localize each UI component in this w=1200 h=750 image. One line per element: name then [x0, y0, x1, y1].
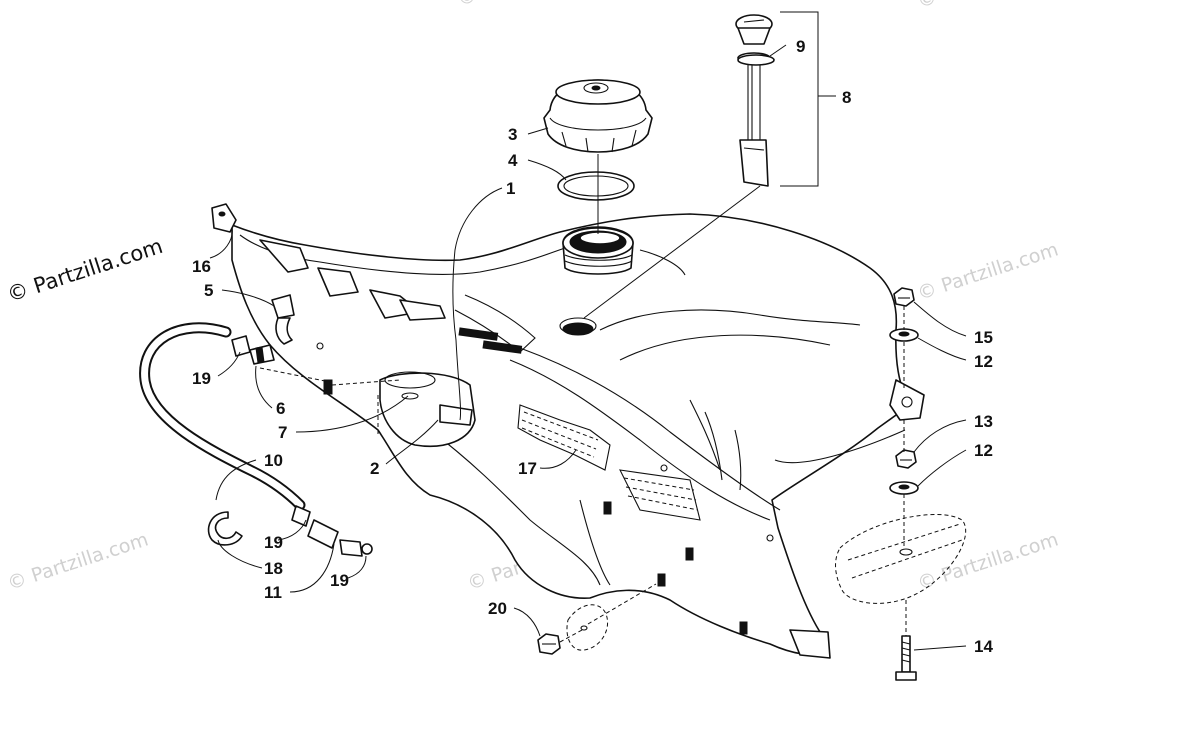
- label-part-15: 15: [974, 328, 993, 347]
- tank-mount-tab: [889, 379, 925, 421]
- valve-dashed-line: [331, 379, 401, 386]
- fuel-level-sender: [735, 14, 773, 187]
- fuel-tank: [231, 213, 925, 659]
- mount-bolt: [895, 635, 917, 681]
- tank-bracket: [259, 239, 309, 273]
- tank-stud: [458, 327, 499, 341]
- sender-port: [562, 322, 594, 336]
- mount-clip: [211, 203, 237, 233]
- inline-fuel-filter: [291, 505, 373, 557]
- label-part-14: 14: [974, 637, 993, 656]
- watermark-faint: © Partzilla.com: [455, 0, 601, 11]
- mount-nut-top: [893, 287, 915, 307]
- label-part-12: 12: [974, 441, 993, 460]
- label-part-19: 19: [264, 533, 283, 552]
- gas-cap: [543, 79, 653, 153]
- label-part-2: 2: [370, 459, 379, 478]
- hose-clamp: [271, 294, 295, 345]
- label-part-17: 17: [518, 459, 537, 478]
- watermark-faint: © Partzilla.com: [915, 0, 1061, 13]
- label-part-10: 10: [264, 451, 283, 470]
- fuel-valve-lever: [379, 371, 476, 447]
- tank-body: [231, 213, 911, 656]
- label-part-6: 6: [276, 399, 285, 418]
- label-part-16: 16: [192, 257, 211, 276]
- label-part-1: 1: [506, 179, 515, 198]
- clip-ring: [207, 511, 243, 546]
- tank-stud: [482, 340, 523, 354]
- label-part-12: 12: [974, 352, 993, 371]
- bottom-nut: [537, 633, 561, 655]
- watermark-faint: © Partzilla.com: [915, 529, 1061, 595]
- watermark-faint: © Partzilla.com: [915, 239, 1061, 305]
- warning-decal: [517, 404, 701, 521]
- fuel-hose-inner: [141, 324, 304, 509]
- label-part-4: 4: [508, 151, 518, 170]
- sender-bracket: [780, 11, 819, 187]
- label-part-3: 3: [508, 125, 517, 144]
- label-part-19: 19: [330, 571, 349, 590]
- label-part-8: 8: [842, 88, 851, 107]
- label-part-5: 5: [204, 281, 213, 300]
- sender-gasket: [737, 54, 775, 66]
- label-part-18: 18: [264, 559, 283, 578]
- mount-nut-lower: [895, 449, 917, 469]
- label-part-13: 13: [974, 412, 993, 431]
- fuel-fitting: [231, 335, 275, 365]
- label-part-19: 19: [192, 369, 211, 388]
- bottom-pad: [566, 604, 608, 651]
- label-part-11: 11: [264, 583, 282, 602]
- part-labels: 1 2 3 4 5 6 7 8 9 10 11 12 12 13 14 15 1…: [192, 37, 993, 656]
- filler-neck: [562, 226, 634, 275]
- rubber-pad: [835, 514, 967, 604]
- cap-gasket: [557, 171, 635, 201]
- label-part-7: 7: [278, 423, 287, 442]
- leader-lines: [209, 44, 967, 651]
- watermark-main: © Partzilla.com: [4, 234, 166, 307]
- label-part-20: 20: [488, 599, 507, 618]
- label-part-9: 9: [796, 37, 805, 56]
- watermark-faint: © Partzilla.com: [5, 529, 151, 595]
